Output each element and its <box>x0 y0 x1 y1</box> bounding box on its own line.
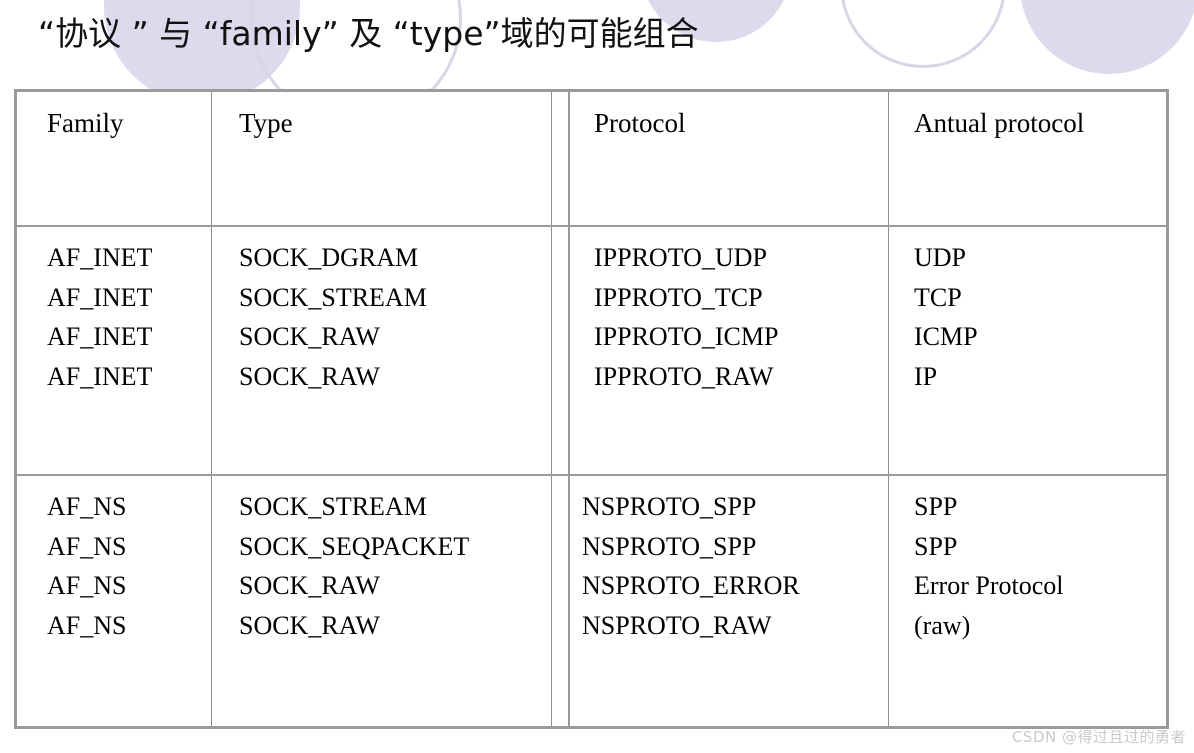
table-cell-line: IPPROTO_ICMP <box>594 322 779 351</box>
stack-family-af-inet: AF_INET AF_INET AF_INET AF_INET <box>47 238 211 396</box>
table-cell-line: SOCK_RAW <box>239 610 380 640</box>
table-cell-line: AF_NS <box>47 492 127 521</box>
table-cell-line: TCP <box>914 282 962 312</box>
cell-protocol-af-inet: IPPROTO_UDP IPPROTO_TCP IPPROTO_ICMP IPPROT… <box>568 227 888 474</box>
row-rule-section-1-2 <box>17 474 1166 476</box>
table-cell-line: AF_NS <box>47 531 127 561</box>
table-cell-line: SOCK_DGRAM <box>239 243 419 272</box>
table-cell-line: AF_INET <box>47 282 153 312</box>
table-cell-line: SOCK_RAW <box>239 322 380 351</box>
stack-actual-af-inet: UDP TCP ICMP IP <box>914 238 1169 396</box>
table-cell-line: NSPROTO_ERROR <box>582 571 800 600</box>
table-cell-line: IPPROTO_RAW <box>594 361 774 391</box>
table-cell-line: IP <box>914 361 938 391</box>
header-label-type: Type <box>239 108 293 138</box>
socket-combinations-table: Family Type Protocol Antual protocol AF_… <box>14 89 1169 729</box>
header-label-protocol: Protocol <box>594 108 686 138</box>
header-label-actual-protocol: Antual protocol <box>914 108 1085 138</box>
header-label-family: Family <box>47 108 124 138</box>
slide-title-text: “协议 ” 与 “family” 及 “type”域的可能组合 <box>38 14 699 53</box>
table-section-af-ns: AF_NS AF_NS AF_NS AF_NS SOCK_STREAM SOCK_SEQ… <box>17 476 1166 726</box>
csdn-watermark: CSDN @得过且过的勇者 <box>1011 728 1186 746</box>
stack-protocol-af-inet: IPPROTO_UDP IPPROTO_TCP IPPROTO_ICMP IPPROT… <box>594 238 888 396</box>
stack-type-af-inet: SOCK_DGRAM SOCK_STREAM SOCK_RAW SOCK_RAW <box>239 238 568 396</box>
table-header-row: Family Type Protocol Antual protocol <box>17 92 1166 225</box>
table-cell-line: AF_NS <box>47 571 127 600</box>
table-cell-line: SOCK_SEQPACKET <box>239 531 470 561</box>
row-rule-header-body <box>17 225 1166 227</box>
table-cell-line: NSPROTO_SPP <box>582 492 757 521</box>
table-cell-line: NSPROTO_SPP <box>582 531 757 561</box>
table-cell-line: AF_INET <box>47 322 153 351</box>
cell-type-af-inet: SOCK_DGRAM SOCK_STREAM SOCK_RAW SOCK_RAW <box>211 227 568 474</box>
column-rule-family-type <box>211 92 212 726</box>
table-cell-line: IPPROTO_TCP <box>594 282 763 312</box>
column-rule-type-sliver <box>551 92 552 726</box>
table-cell-line: AF_INET <box>47 243 153 272</box>
table-cell-line: SOCK_RAW <box>239 571 380 600</box>
cell-actual-af-ns: SPP SPP Error Protocol (raw) <box>888 476 1169 726</box>
table-cell-line: IPPROTO_UDP <box>594 243 767 272</box>
table-cell-line: AF_NS <box>47 610 127 640</box>
table-cell-line: AF_INET <box>47 361 153 391</box>
table-cell-line: NSPROTO_RAW <box>582 610 772 640</box>
table-cell-line: SPP <box>914 492 958 521</box>
header-cell-type: Type <box>211 92 568 225</box>
header-cell-protocol: Protocol <box>568 92 888 225</box>
cell-family-af-inet: AF_INET AF_INET AF_INET AF_INET <box>17 227 211 474</box>
header-cell-actual-protocol: Antual protocol <box>888 92 1169 225</box>
stack-protocol-af-ns: NSPROTO_SPP NSPROTO_SPP NSPROTO_ERROR NSPRO… <box>582 487 888 645</box>
table-cell-line: Error Protocol <box>914 571 1064 600</box>
slide-title: “协议 ” 与 “family” 及 “type”域的可能组合 <box>38 8 1148 60</box>
table-cell-line: (raw) <box>914 610 971 640</box>
column-rule-protocol-actual <box>888 92 889 726</box>
column-rule-type-protocol <box>568 92 570 726</box>
cell-actual-af-inet: UDP TCP ICMP IP <box>888 227 1169 474</box>
table-cell-line: SOCK_STREAM <box>239 492 427 521</box>
table-cell-line: UDP <box>914 243 967 272</box>
cell-protocol-af-ns: NSPROTO_SPP NSPROTO_SPP NSPROTO_ERROR NSPRO… <box>568 476 888 726</box>
table-cell-line: SPP <box>914 531 958 561</box>
table-cell-line: SOCK_STREAM <box>239 282 427 312</box>
cell-type-af-ns: SOCK_STREAM SOCK_SEQPACKET SOCK_RAW SOCK_RA… <box>211 476 568 726</box>
table-cell-line: ICMP <box>914 322 978 351</box>
table-grid: Family Type Protocol Antual protocol AF_… <box>17 92 1166 726</box>
cell-family-af-ns: AF_NS AF_NS AF_NS AF_NS <box>17 476 211 726</box>
stack-family-af-ns: AF_NS AF_NS AF_NS AF_NS <box>47 487 211 645</box>
stack-actual-af-ns: SPP SPP Error Protocol (raw) <box>914 487 1169 645</box>
table-cell-line: SOCK_RAW <box>239 361 380 391</box>
header-cell-family: Family <box>17 92 211 225</box>
stack-type-af-ns: SOCK_STREAM SOCK_SEQPACKET SOCK_RAW SOCK_RA… <box>239 487 568 645</box>
